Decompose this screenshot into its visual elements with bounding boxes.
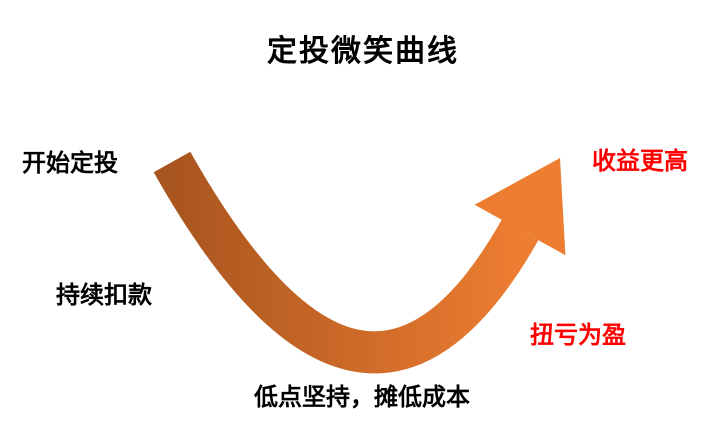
label-continuous-deduction: 持续扣款 — [56, 282, 152, 309]
arrow-head-icon — [474, 158, 566, 256]
label-start-investing: 开始定投 — [22, 150, 118, 177]
smile-curve — [153, 151, 539, 374]
label-higher-return: 收益更高 — [592, 148, 688, 175]
diagram-title: 定投微笑曲线 — [267, 35, 459, 68]
label-hold-at-bottom: 低点坚持，摊低成本 — [254, 384, 470, 411]
label-turn-loss-to-profit: 扭亏为盈 — [530, 322, 626, 349]
